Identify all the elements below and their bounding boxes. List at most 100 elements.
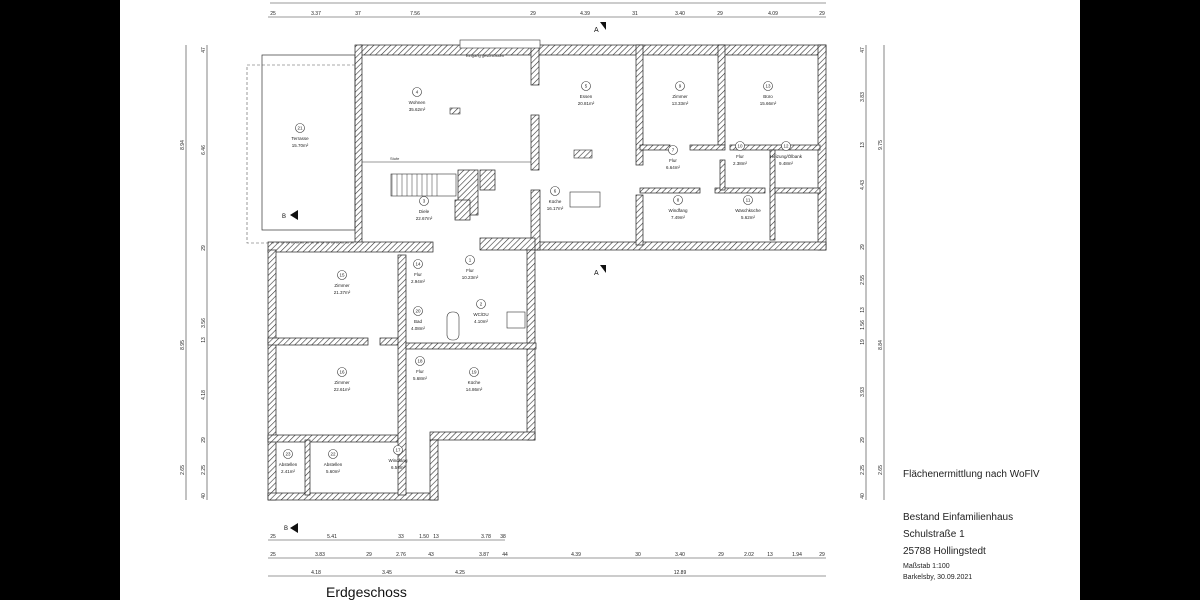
room-name: Zimmer [334, 283, 350, 288]
dimension-value: 2.02 [744, 552, 754, 558]
wall-segment [639, 187, 701, 194]
dimension-value: 3.37 [311, 11, 321, 17]
room-number: 23 [285, 452, 291, 457]
dimension-value: 12.89 [674, 570, 687, 576]
room-area: 6.64m² [666, 165, 681, 170]
section-marker-a-top: A [594, 27, 599, 34]
room-area: 4.10m² [474, 319, 489, 324]
dimension-value: 4.39 [571, 552, 581, 558]
dimension-value: 3.83 [315, 552, 325, 558]
room-number-circle [673, 195, 683, 205]
entrance-note: Eingang geschlossen [466, 53, 504, 58]
room-area: 22.61m² [334, 387, 351, 392]
room-number-circle [675, 81, 685, 91]
dimension-value: 29 [201, 245, 207, 251]
wall-segment [267, 241, 434, 253]
room-number: 9 [679, 84, 682, 89]
dimension-value: 19 [860, 339, 866, 345]
room-name: Bad [414, 319, 423, 324]
chimney [449, 107, 461, 115]
room-area: 14.86m² [466, 387, 483, 392]
wall-segment [717, 44, 726, 146]
room-number: 12 [783, 144, 789, 149]
dimension-value: 25 [270, 552, 276, 558]
terrace-outline [261, 54, 356, 231]
dimension-value: 29 [819, 11, 825, 17]
section-marker-a-bottom: A [594, 270, 599, 277]
room-number-circle [337, 270, 347, 280]
dimension-value: 31 [632, 11, 638, 17]
room-name: Abstellen [279, 462, 298, 467]
dimension-value: 8.94 [180, 140, 186, 150]
room-number-circle [328, 449, 338, 459]
room-number: 17 [395, 448, 401, 453]
wall-segment [769, 149, 776, 241]
plan-lines [246, 39, 601, 341]
dimension-value: 13 [860, 307, 866, 313]
dimension-value: 3.56 [201, 318, 207, 328]
room-area: 5.68m² [413, 376, 428, 381]
title-heading: Flächenermittlung nach WoFlV [903, 469, 1040, 480]
dimension-value: 3.40 [675, 11, 685, 17]
dimension-value: 13 [201, 337, 207, 343]
room-number-circle [295, 123, 305, 133]
room-number-circle [413, 259, 423, 269]
room-number-circle [550, 186, 560, 196]
project-street: Schulstraße 1 [903, 529, 965, 540]
dimension-value: 47 [860, 47, 866, 53]
room-name: Waschküche [735, 208, 761, 213]
room-name: Zimmer [334, 380, 350, 385]
dimension-value: 47 [201, 47, 207, 53]
wall-segment [639, 144, 671, 151]
dimension-value: 38 [500, 534, 506, 540]
room-number: 21 [297, 126, 303, 131]
room-name: Wohnen [409, 100, 426, 105]
room-number-circle [743, 195, 753, 205]
room-number: 6 [554, 189, 557, 194]
dimension-value: 2.25 [201, 465, 207, 475]
room-area: 5.60m² [326, 469, 341, 474]
room-area: 21.37m² [334, 290, 351, 295]
dimension-value: 2.65 [180, 465, 186, 475]
wall-segment [304, 439, 311, 496]
section-arrow-b-bottom [290, 523, 298, 533]
wall-segment [267, 249, 277, 501]
wall-segment [535, 44, 827, 56]
dimension-value: 3.78 [481, 534, 491, 540]
room-number-circle [581, 81, 591, 91]
dimension-value: 25 [270, 534, 276, 540]
wall-segment [530, 114, 540, 171]
room-number: 8 [677, 198, 680, 203]
kitchen-island [569, 191, 601, 208]
room-name: Küche [549, 199, 562, 204]
dimension-value: 13 [767, 552, 773, 558]
dimension-value: 3.93 [860, 387, 866, 397]
room-name: Abstellen [324, 462, 343, 467]
section-arrow-a-top [600, 22, 606, 30]
wall-segment [379, 337, 401, 346]
dimension-value: 1.56 [860, 320, 866, 330]
step-label: Stufe [390, 156, 400, 161]
room-labels: 21Terrasse15.70m²4Wohnen35.62m²5Essen20.… [279, 81, 803, 474]
section-arrow-a-bottom [600, 265, 606, 273]
dimension-value: 1.94 [792, 552, 802, 558]
room-name: Essen [580, 94, 593, 99]
room-number-circle [412, 87, 422, 97]
dimension-value: 4.18 [311, 570, 321, 576]
room-number: 14 [415, 262, 421, 267]
room-name: WC/DU [473, 312, 488, 317]
room-number: 3 [423, 199, 426, 204]
wall-segment [635, 44, 644, 166]
wall-segment [267, 492, 439, 501]
